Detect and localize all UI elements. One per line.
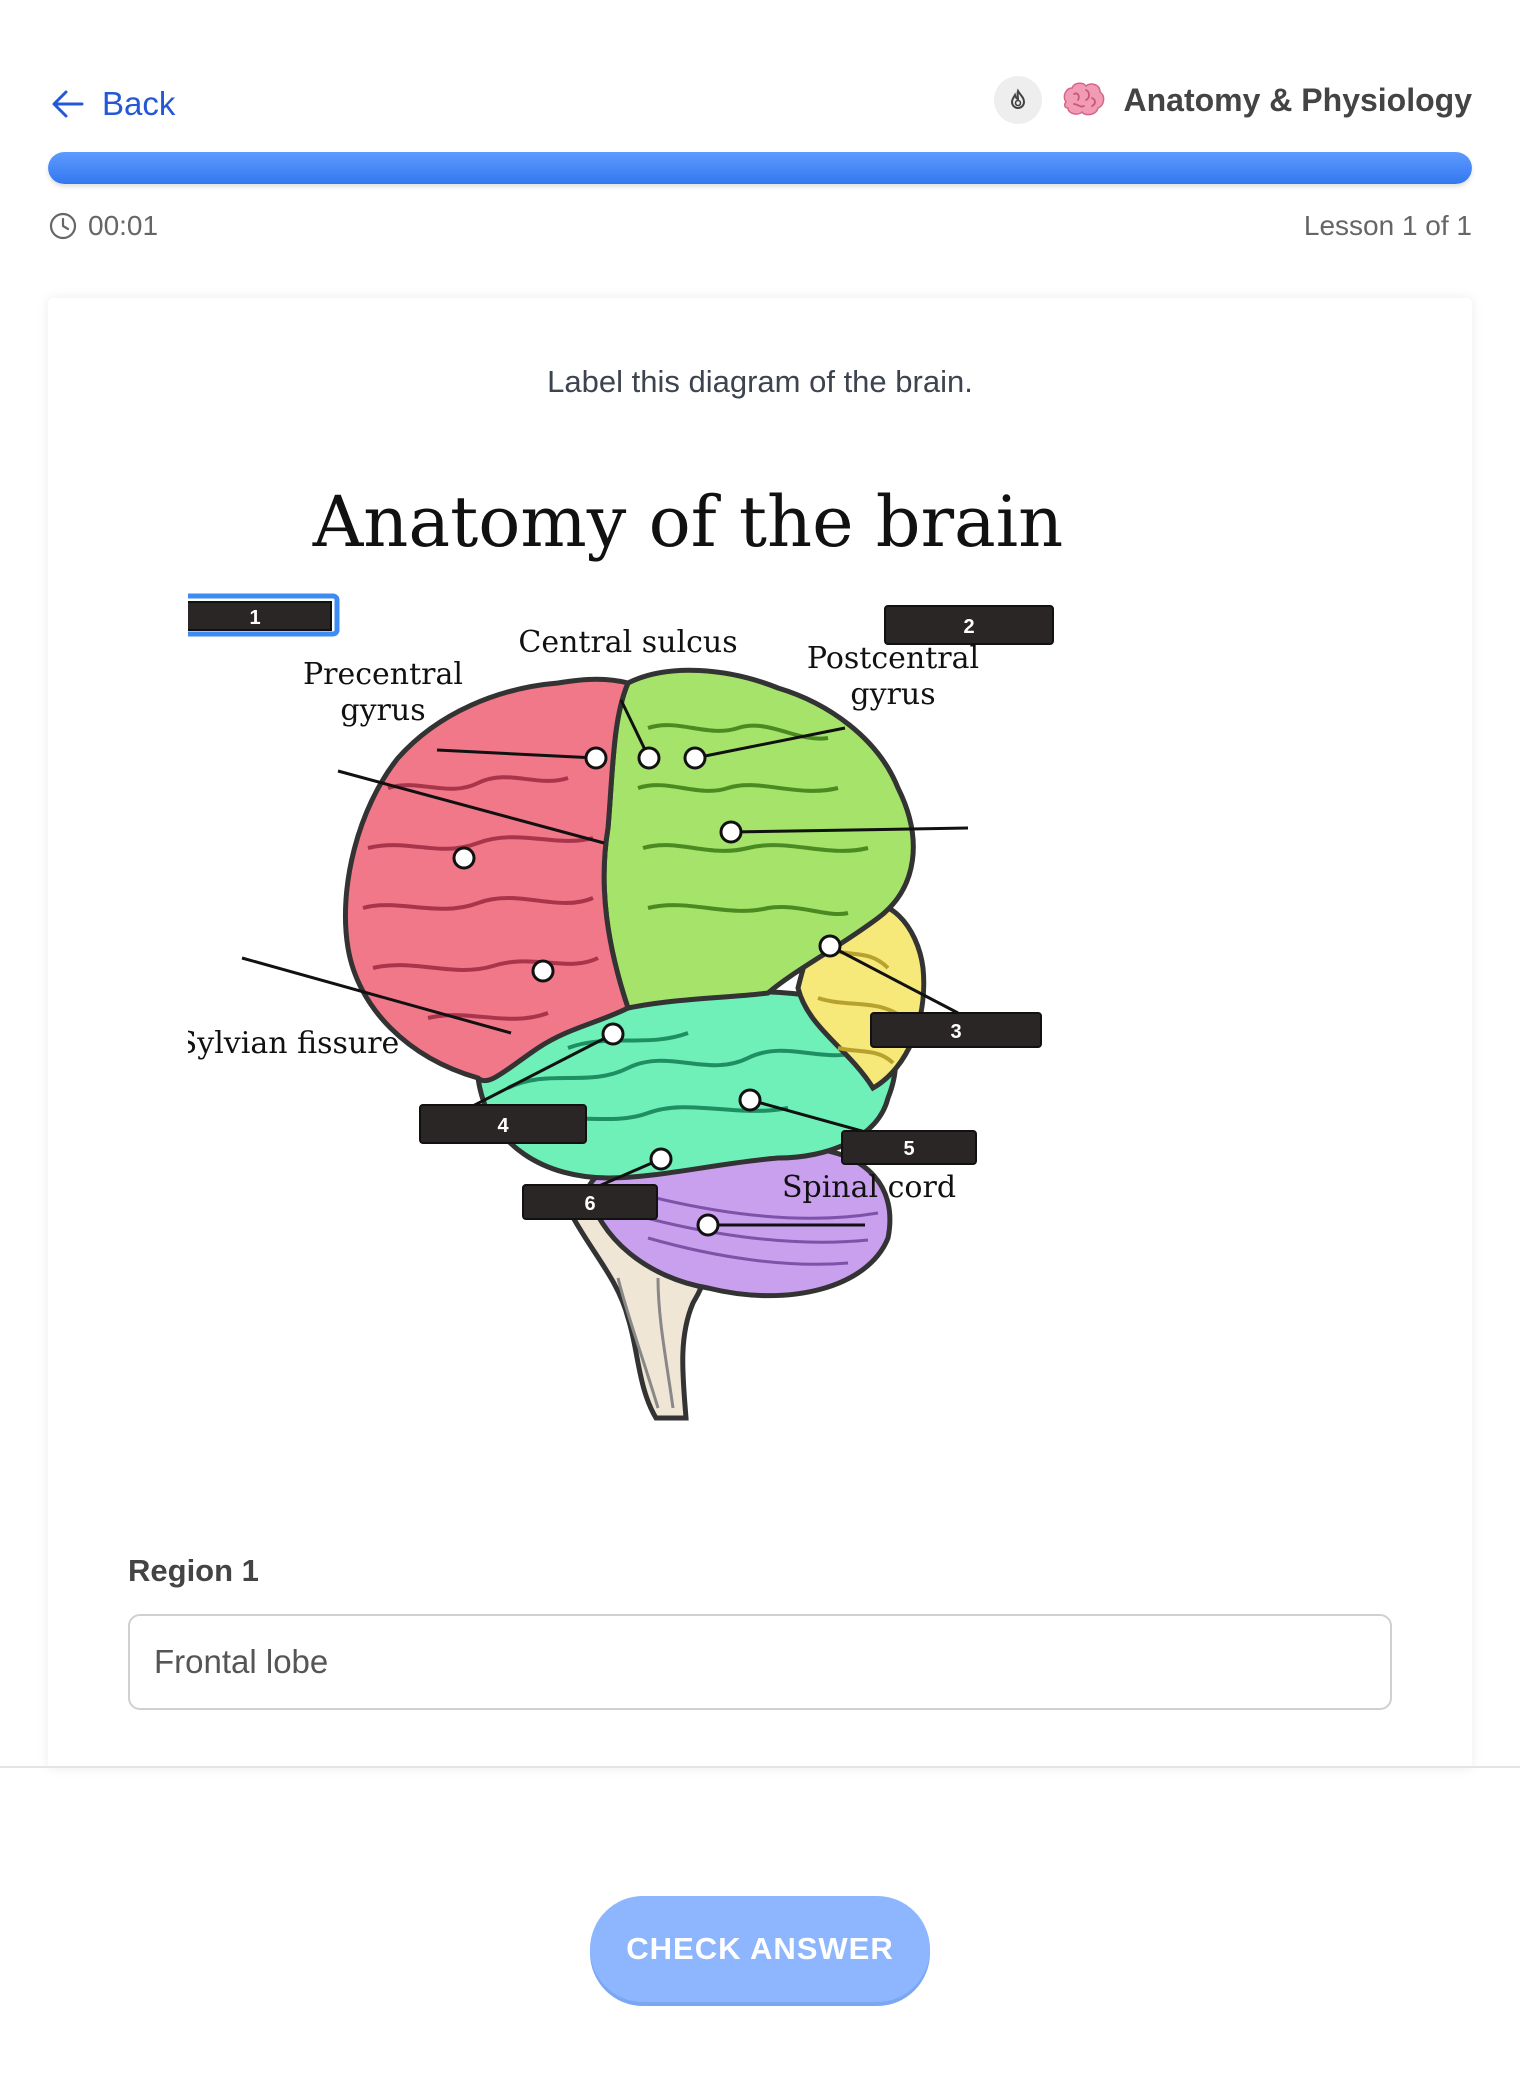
streak-icon[interactable] [993, 76, 1042, 124]
marker-dot [601, 1022, 625, 1046]
blank-2[interactable]: 2 [884, 605, 1054, 645]
blank-1[interactable]: 1 [188, 593, 340, 637]
course-title: Anatomy & Physiology [1123, 81, 1473, 118]
marker-dot [452, 846, 476, 870]
progress-fill [48, 152, 1472, 184]
question-card: Label this diagram of the brain. Anatomy… [48, 298, 1472, 1768]
blank-3-box [870, 1012, 1042, 1048]
label-sylvian-fissure: Sylvian fissure [188, 1026, 399, 1061]
blank-1-box [188, 601, 332, 631]
marker-dot [738, 1088, 762, 1112]
blank-5-number: 5 [903, 1138, 914, 1160]
blank-6-box [522, 1184, 658, 1220]
top-bar: Back Anatomy & Physiology [48, 72, 1472, 136]
label-postcentral-line1: Postcentral [807, 641, 979, 676]
blank-1-focus-ring [188, 593, 340, 637]
clock-icon [49, 212, 77, 240]
marker-dot [696, 1213, 720, 1237]
frontal-lobe [343, 676, 632, 1084]
marker-dot [818, 934, 842, 958]
blank-4-number: 4 [497, 1115, 509, 1137]
blank-3[interactable]: 3 [870, 1012, 1042, 1048]
region-label: Region 1 [128, 1553, 259, 1588]
check-answer-button[interactable]: CHECK ANSWER [590, 1896, 930, 2002]
footer-divider [0, 1766, 1520, 1768]
blank-5-box [841, 1130, 977, 1165]
label-precentral-line2: gyrus [340, 693, 425, 728]
diagram-title: Anatomy of the brain [312, 488, 1063, 563]
marker-dot [637, 746, 661, 770]
region-answer-input[interactable] [128, 1614, 1392, 1710]
blank-5[interactable]: 5 [841, 1130, 977, 1165]
marker-dot [719, 820, 743, 844]
blank-6-number: 6 [584, 1193, 595, 1215]
lesson-counter: Lesson 1 of 1 [1303, 210, 1472, 241]
back-button[interactable]: Back [48, 84, 175, 124]
brain-icon [1060, 80, 1106, 120]
blank-4-box [419, 1104, 587, 1144]
marker-dot [531, 959, 555, 983]
blank-2-box [884, 605, 1054, 645]
timer-value: 00:01 [88, 210, 159, 241]
blank-1-number: 1 [249, 607, 260, 629]
label-postcentral-line2: gyrus [850, 677, 935, 712]
arrow-left-icon [52, 90, 84, 118]
blank-2-number: 2 [963, 616, 974, 638]
course-header: Anatomy & Physiology [993, 76, 1473, 124]
marker-dot [683, 746, 707, 770]
blank-4[interactable]: 4 [419, 1104, 587, 1144]
progress-bar [48, 152, 1472, 184]
brain-diagram: Anatomy of the brain [188, 488, 1063, 1421]
blank-6[interactable]: 6 [522, 1184, 658, 1220]
label-spinal-cord: Spinal cord [782, 1170, 956, 1205]
marker-dot [584, 746, 608, 770]
back-label: Back [102, 85, 176, 122]
label-precentral-line1: Precentral [303, 657, 463, 692]
question-prompt: Label this diagram of the brain. [547, 364, 973, 399]
label-central-sulcus: Central sulcus [518, 625, 737, 660]
blank-3-number: 3 [950, 1021, 961, 1043]
marker-dot [649, 1147, 673, 1171]
timer: 00:01 [48, 210, 158, 242]
